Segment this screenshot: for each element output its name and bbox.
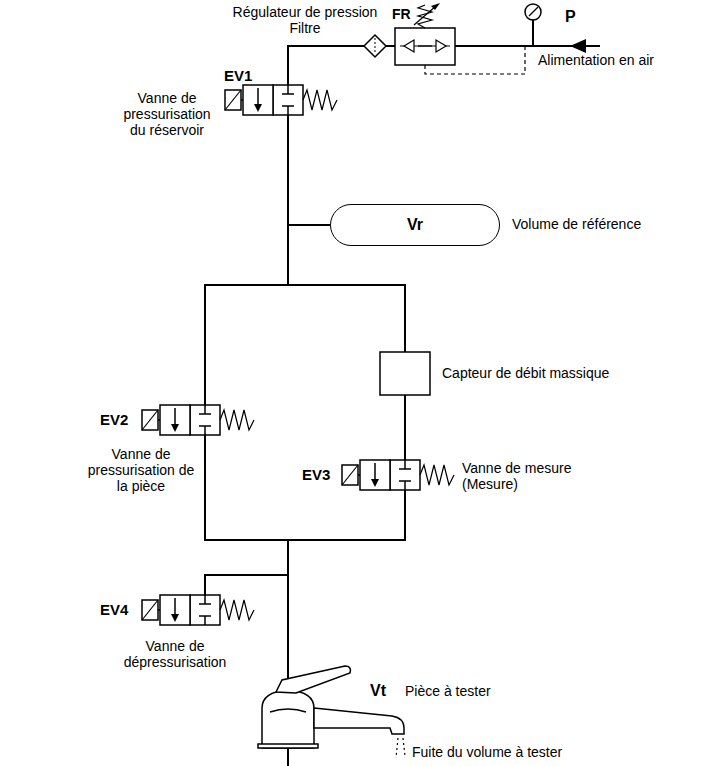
label-text: Vanne de mesure (Mesure) [462, 460, 571, 492]
label-text: EV4 [100, 601, 128, 618]
label-text: Régulateur de pression Filtre [233, 4, 378, 36]
part-name: Vanne de mesure (Mesure) [462, 460, 582, 492]
part-name: Alimentation en air [538, 52, 654, 68]
label-text: Alimentation en air [538, 52, 654, 68]
label-text: EV3 [302, 466, 330, 483]
part-name: Fuite du volume à tester [412, 744, 562, 760]
part-name: Volume de référence [512, 216, 641, 232]
label-text: EV1 [224, 67, 252, 84]
volume-name: Vr [407, 216, 423, 234]
part-name: Capteur de débit massique [442, 365, 609, 381]
component-id: EV1 [224, 67, 252, 84]
signal-name: P [565, 8, 576, 26]
label-text: Capteur de débit massique [442, 365, 609, 381]
label-text: Volume de référence [512, 216, 641, 232]
part-name: Vanne de pressurisation du réservoir [116, 90, 218, 138]
label-text: Vanne de dépressurisation [124, 638, 227, 670]
label-text: P [565, 8, 576, 25]
label-text: Vt [370, 682, 386, 699]
label-text: FR [392, 6, 411, 22]
label-text: Vanne de pressurisation du réservoir [123, 90, 210, 138]
label-text: Fuite du volume à tester [412, 744, 562, 760]
label-text: Vanne de pressurisation de la pièce [88, 446, 195, 494]
part-name: Régulateur de pression Filtre [225, 4, 385, 36]
reservoir-tank: Vr [330, 204, 500, 246]
component-id: EV3 [302, 466, 330, 483]
part-name: Vanne de dépressurisation [110, 638, 240, 670]
label-text: EV2 [100, 411, 128, 428]
label-text: Pièce à tester [405, 683, 491, 699]
part-name: Vanne de pressurisation de la pièce [86, 446, 196, 494]
part-name: Pièce à tester [405, 683, 491, 699]
component-id: Vt [370, 682, 386, 700]
component-id: EV4 [100, 601, 128, 618]
component-id: EV2 [100, 411, 128, 428]
component-id: FR [392, 6, 411, 22]
